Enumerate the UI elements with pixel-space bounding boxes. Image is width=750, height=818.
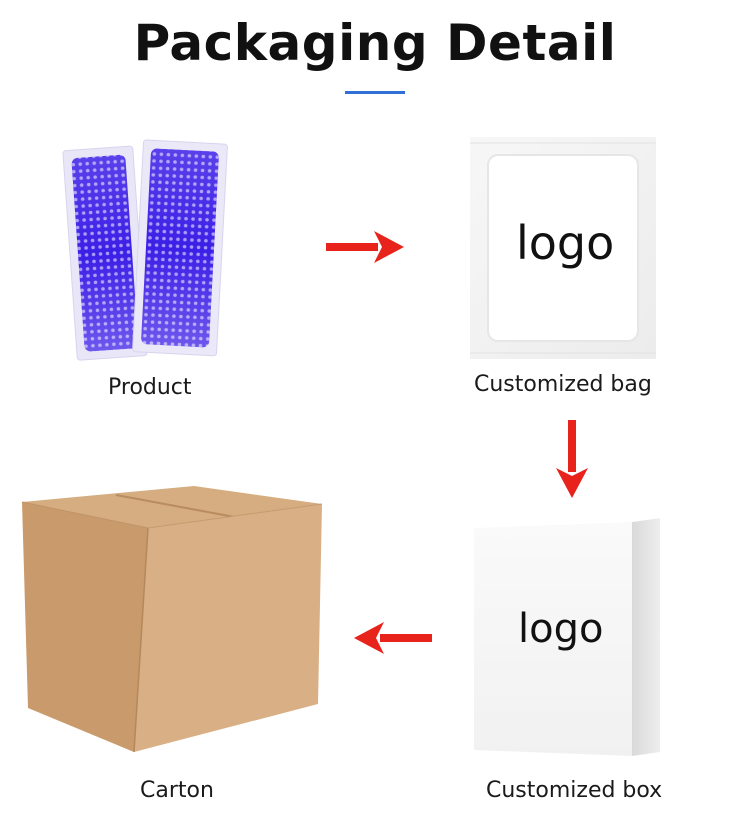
box-logo-text: logo <box>518 606 604 652</box>
customized-bag-label: Customized bag <box>474 372 652 397</box>
bag-logo-text: logo <box>516 216 615 270</box>
carton-box-image <box>22 486 322 752</box>
carton-label: Carton <box>140 778 214 803</box>
customized-box-label: Customized box <box>486 778 663 803</box>
page-title: Packaging Detail <box>133 14 617 72</box>
arrow-down-icon <box>556 420 588 498</box>
customized-bag-image <box>470 137 656 359</box>
title-underline <box>345 91 405 94</box>
product-label: Product <box>108 375 192 400</box>
product-gel-patches-image <box>62 139 228 361</box>
arrow-right-icon <box>326 231 404 263</box>
arrow-left-icon <box>354 622 432 654</box>
customized-box-image <box>474 518 660 756</box>
